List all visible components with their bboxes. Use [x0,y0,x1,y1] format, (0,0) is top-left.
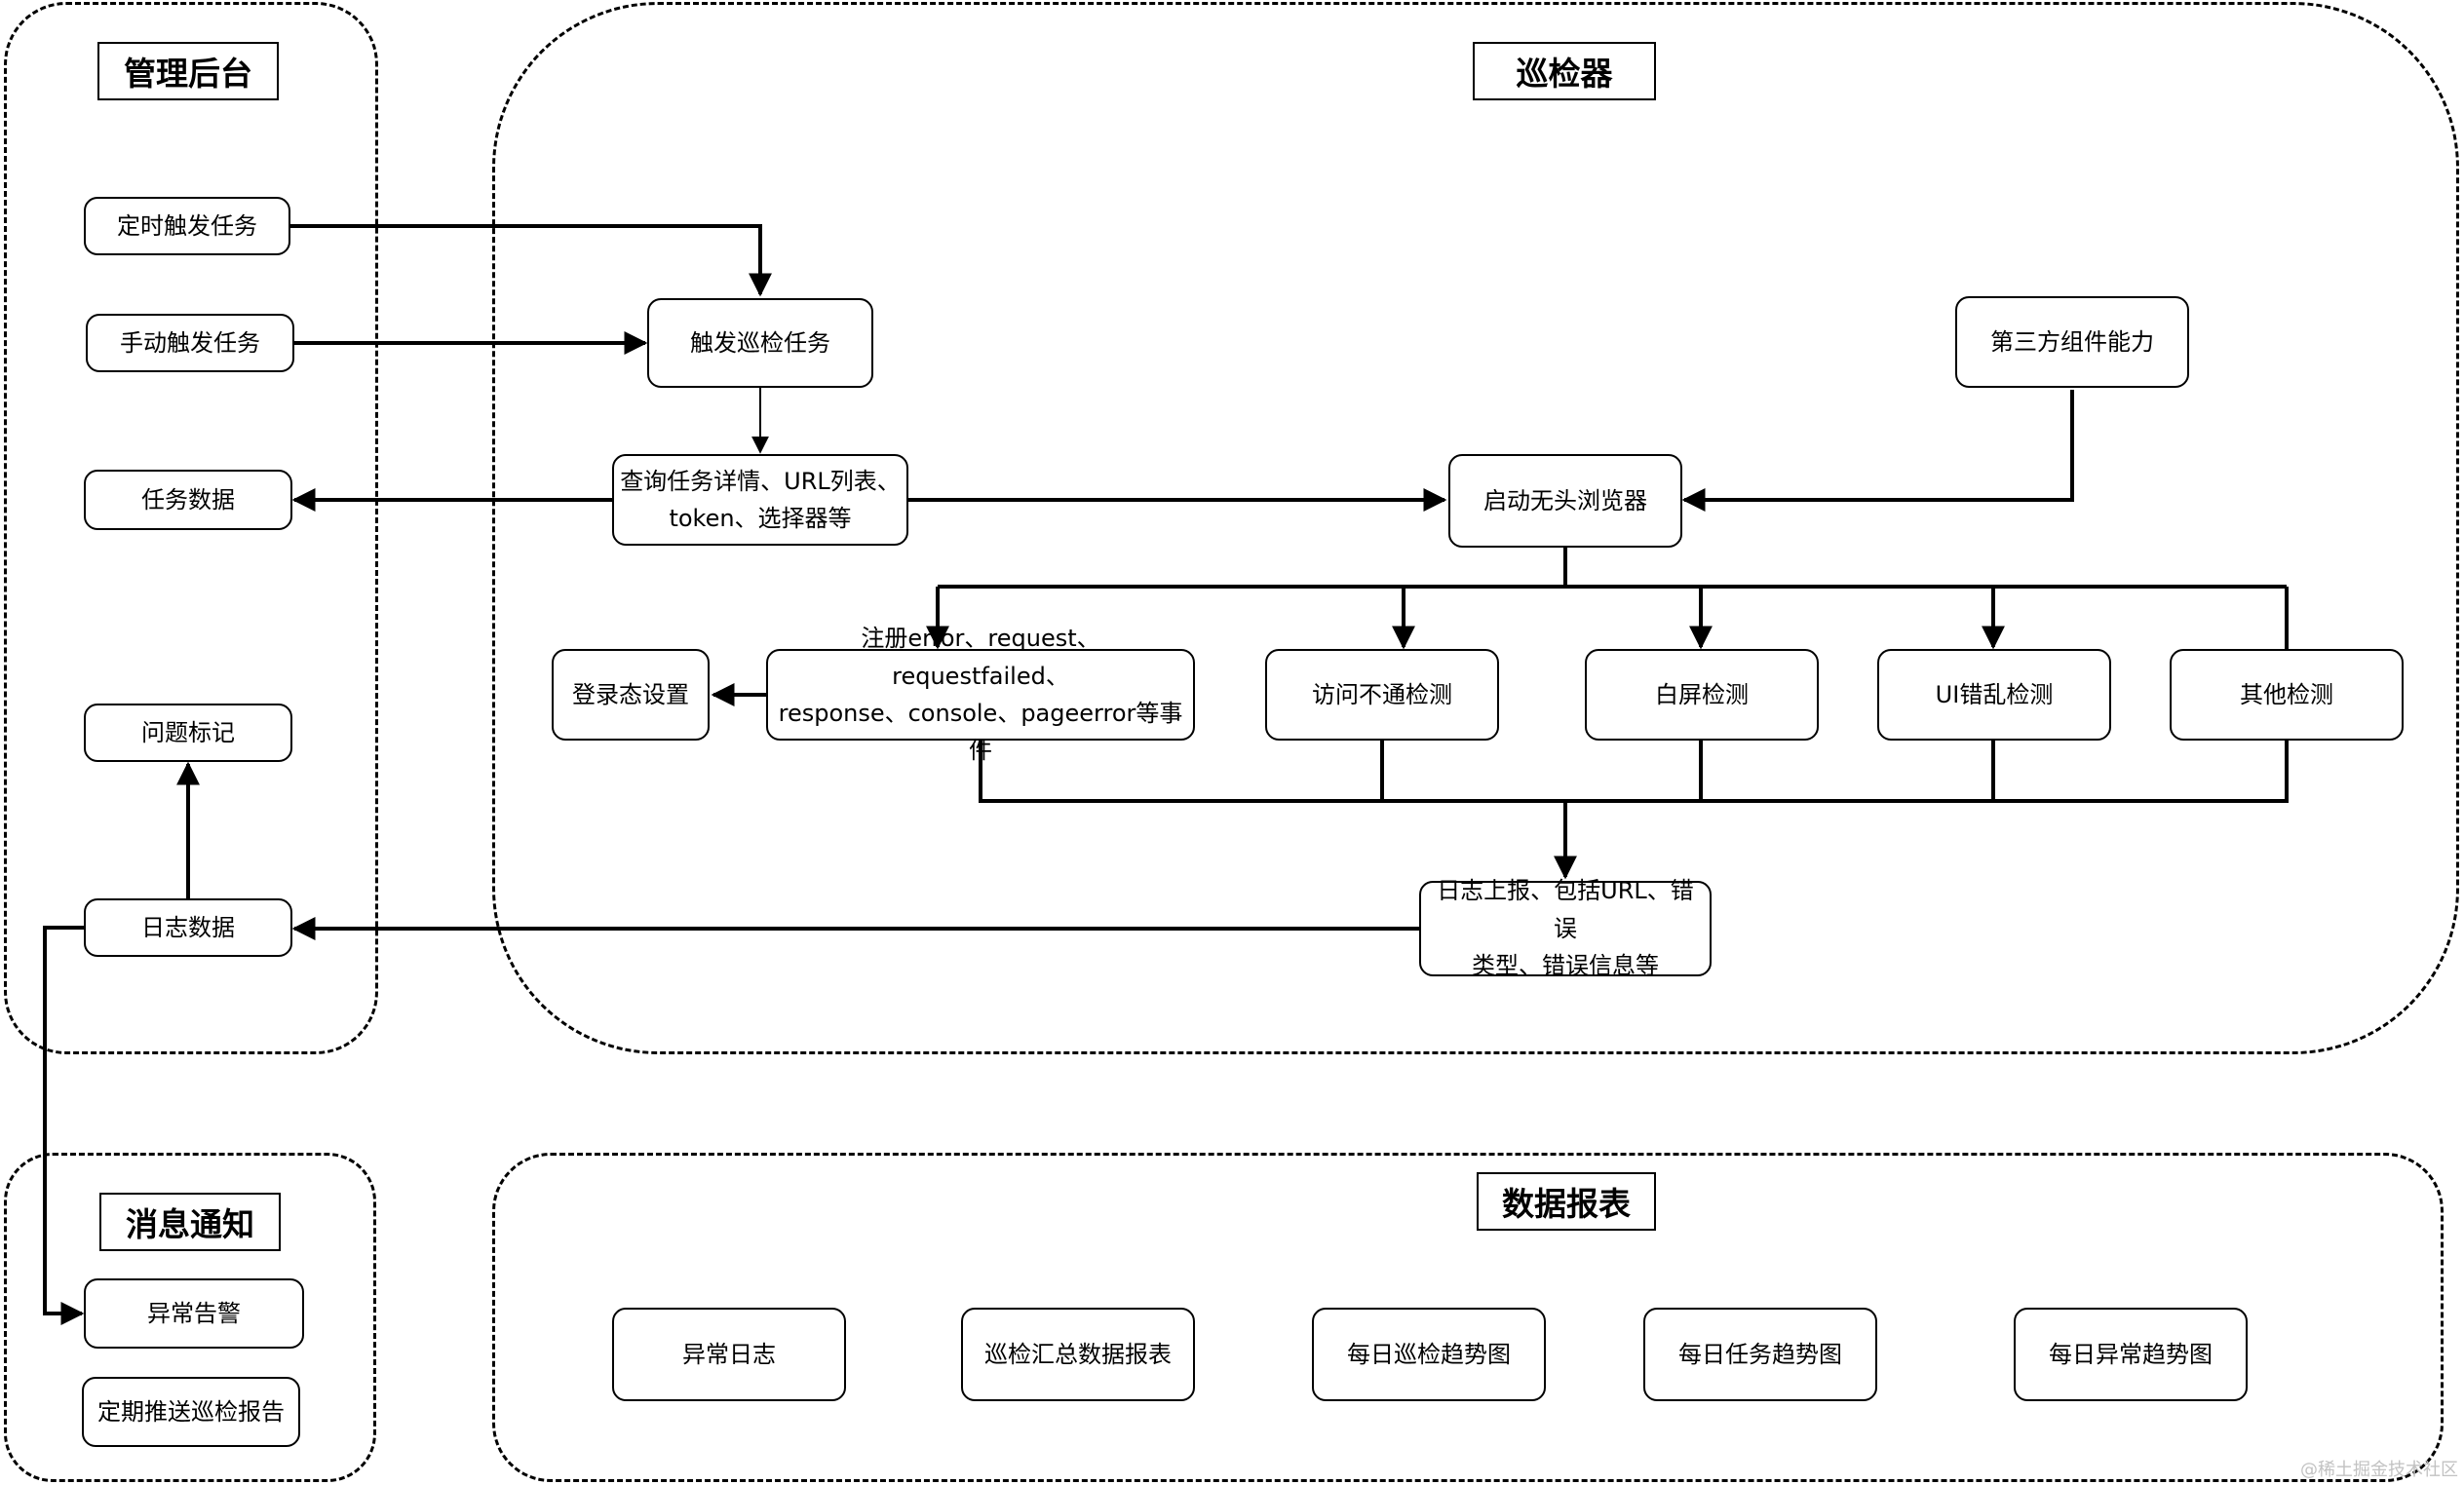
query-task-node: 查询任务详情、URL列表、 token、选择器等 [612,454,908,546]
admin-title: 管理后台 [97,42,279,100]
issue-mark-node: 问题标记 [84,704,292,762]
daily-task-node: 每日任务趋势图 [1643,1308,1877,1401]
group-admin [4,2,378,1054]
edge-timed-to-trigger [290,224,772,297]
edge-logdata-to-alarm [43,926,85,1325]
start-browser-node: 启动无头浏览器 [1448,454,1682,548]
group-inspector [492,2,2459,1054]
group-notify [4,1153,376,1482]
daily-inspection-node: 每日巡检趋势图 [1312,1308,1546,1401]
group-report [492,1153,2444,1482]
ui-check-node: UI错乱检测 [1877,649,2111,741]
daily-error-node: 每日异常趋势图 [2014,1308,2248,1401]
log-report-node: 日志上报、包括URL、错误 类型、错误信息等 [1419,877,1712,979]
timed-trigger-node: 定时触发任务 [84,197,290,255]
task-data-node: 任务数据 [84,470,292,530]
third-party-node: 第三方组件能力 [1955,296,2189,388]
trigger-inspection-node: 触发巡检任务 [647,298,873,388]
report-title: 数据报表 [1477,1172,1656,1231]
login-state-node: 登录态设置 [552,649,710,741]
register-events-node: 注册error、request、requestfailed、 response、… [766,625,1195,764]
manual-trigger-node: 手动触发任务 [86,314,294,372]
edge-collect-bus [979,740,2289,803]
alarm-node: 异常告警 [84,1278,304,1349]
periodic-report-node: 定期推送巡检报告 [82,1377,300,1447]
watermark: @稀土掘金技术社区 [2300,1460,2458,1480]
other-check-node: 其他检测 [2170,649,2404,741]
summary-report-node: 巡检汇总数据报表 [961,1308,1195,1401]
log-data-node: 日志数据 [84,898,292,957]
edge-thirdparty-to-browser [1681,390,2074,512]
inspector-title: 巡检器 [1473,42,1656,100]
notify-title: 消息通知 [99,1193,281,1251]
access-check-node: 访问不通检测 [1265,649,1499,741]
error-log-node: 异常日志 [612,1308,846,1401]
white-screen-node: 白屏检测 [1585,649,1819,741]
